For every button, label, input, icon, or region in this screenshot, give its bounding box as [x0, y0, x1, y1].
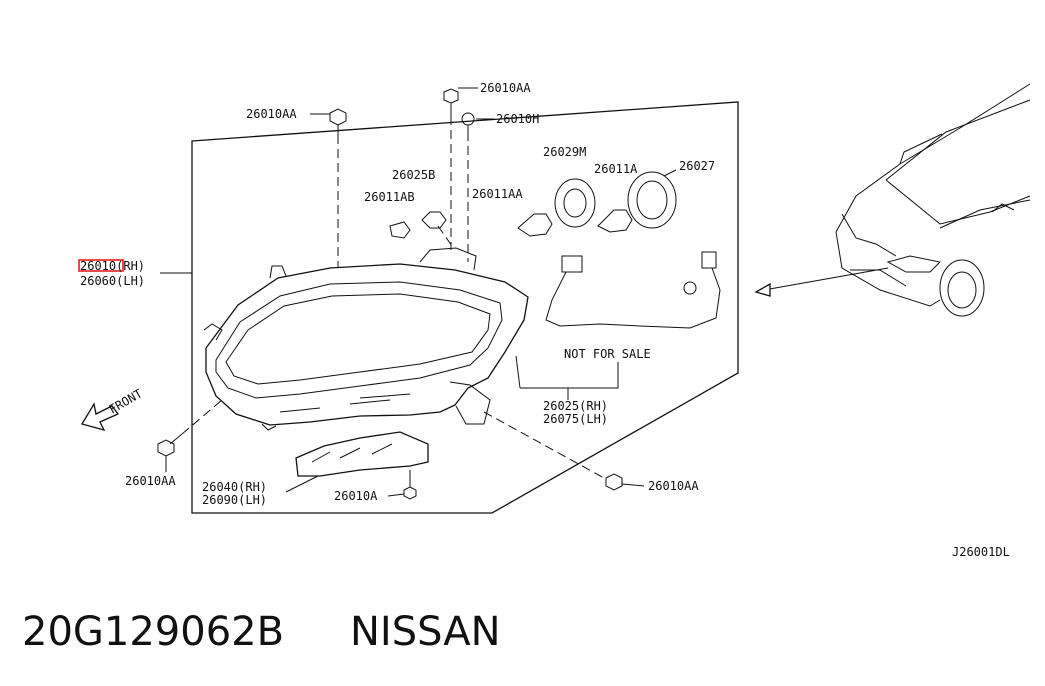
label-bracket-lh: 26090(LH) [202, 493, 267, 507]
alignment-lines [181, 116, 605, 479]
label-bulb-26025b: 26025B [392, 168, 435, 182]
bracket-26040 [295, 431, 429, 477]
assembly-frame [191, 101, 739, 514]
label-clip: 26010H [496, 112, 539, 126]
bolt-lower-left [157, 433, 183, 457]
clip-26010h [461, 112, 475, 132]
bolt-top-left [329, 108, 347, 135]
label-lower-left-bolt: 26010AA [125, 474, 176, 488]
bulb-26025b [421, 211, 447, 229]
label-harness-lh: 26075(LH) [543, 412, 608, 426]
label-screw-26010a: 26010A [334, 489, 378, 503]
footer-part-number: 20G129062B [22, 609, 284, 655]
label-headlamp-rh: 26010(RH) [80, 259, 145, 273]
label-socket-26011a: 26011A [594, 162, 638, 176]
label-diagram-code: J26001DL [952, 545, 1010, 559]
front-arrow-icon [81, 402, 120, 432]
leader-lines [160, 87, 677, 497]
label-bracket-rh: 26040(RH) [202, 480, 267, 494]
label-bulb-26011aa: 26011AA [472, 187, 523, 201]
wiring-harness [545, 251, 721, 329]
screw-26010a [403, 478, 417, 500]
label-headlamp-lh: 26060(LH) [80, 274, 145, 288]
bolt-lower-right [605, 473, 623, 491]
car-outline [835, 83, 1031, 317]
socket-26029m [554, 178, 596, 228]
label-front: FRONT [107, 386, 145, 416]
bulb-26011ab [389, 221, 411, 239]
bulb-26011aa [517, 213, 553, 237]
highlight-box [78, 259, 124, 272]
cap-26027 [627, 171, 677, 229]
car-pointer-arrow [754, 267, 889, 297]
label-socket-26029m: 26029M [543, 145, 586, 159]
bolt-top-center [443, 88, 459, 116]
label-lower-right-bolt: 26010AA [648, 479, 699, 493]
label-top-bolt: 26010AA [246, 107, 297, 121]
label-bulb-26011ab: 26011AB [364, 190, 415, 204]
bulb-26011a [597, 209, 633, 233]
label-not-for-sale: NOT FOR SALE [564, 347, 651, 361]
label-harness-rh: 26025(RH) [543, 399, 608, 413]
headlamp-housing [203, 247, 529, 431]
label-top-bolt-center: 26010AA [480, 81, 531, 95]
footer-brand: NISSAN [350, 609, 501, 655]
label-cap-26027: 26027 [679, 159, 715, 173]
